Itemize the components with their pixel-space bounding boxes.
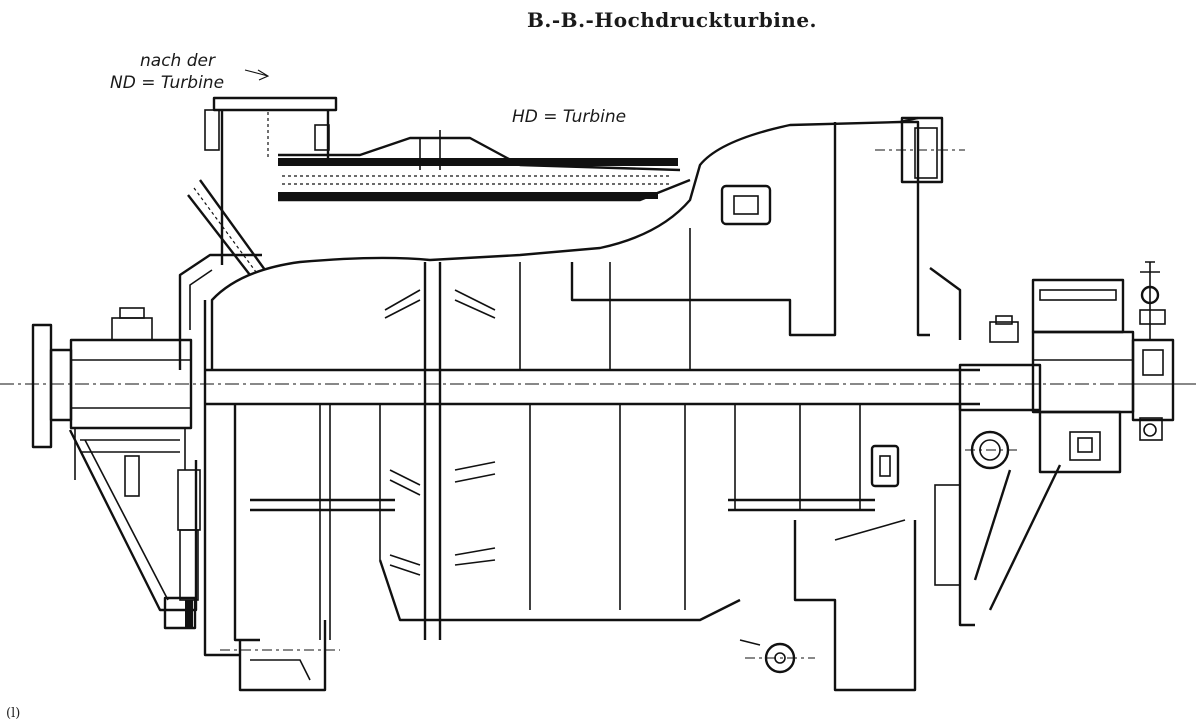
casing-label: HD = Turbine <box>512 107 626 127</box>
right-frame <box>929 267 1062 627</box>
right-bearing-housing <box>958 278 1135 474</box>
figure-title: B.-B.-Hochdruckturbine. <box>527 8 818 32</box>
exhaust-label-line2: ND = Turbine <box>110 73 224 93</box>
left-bearing-pedestal <box>68 429 201 630</box>
exhaust-label-line1: nach der <box>140 51 216 71</box>
left-frame <box>178 253 262 657</box>
main-shaft <box>205 368 980 406</box>
upper-casing <box>210 116 965 370</box>
left-coupling-flange <box>31 307 193 497</box>
upper-casing-rail <box>278 130 691 202</box>
stage-walls <box>319 262 861 640</box>
exhaust-pipe <box>187 96 338 276</box>
lower-casing <box>220 405 917 692</box>
figure-marker: (l) <box>6 706 21 721</box>
exhaust-arrow <box>244 69 270 81</box>
blade-rows <box>384 289 496 576</box>
governor-assembly <box>1120 261 1195 441</box>
